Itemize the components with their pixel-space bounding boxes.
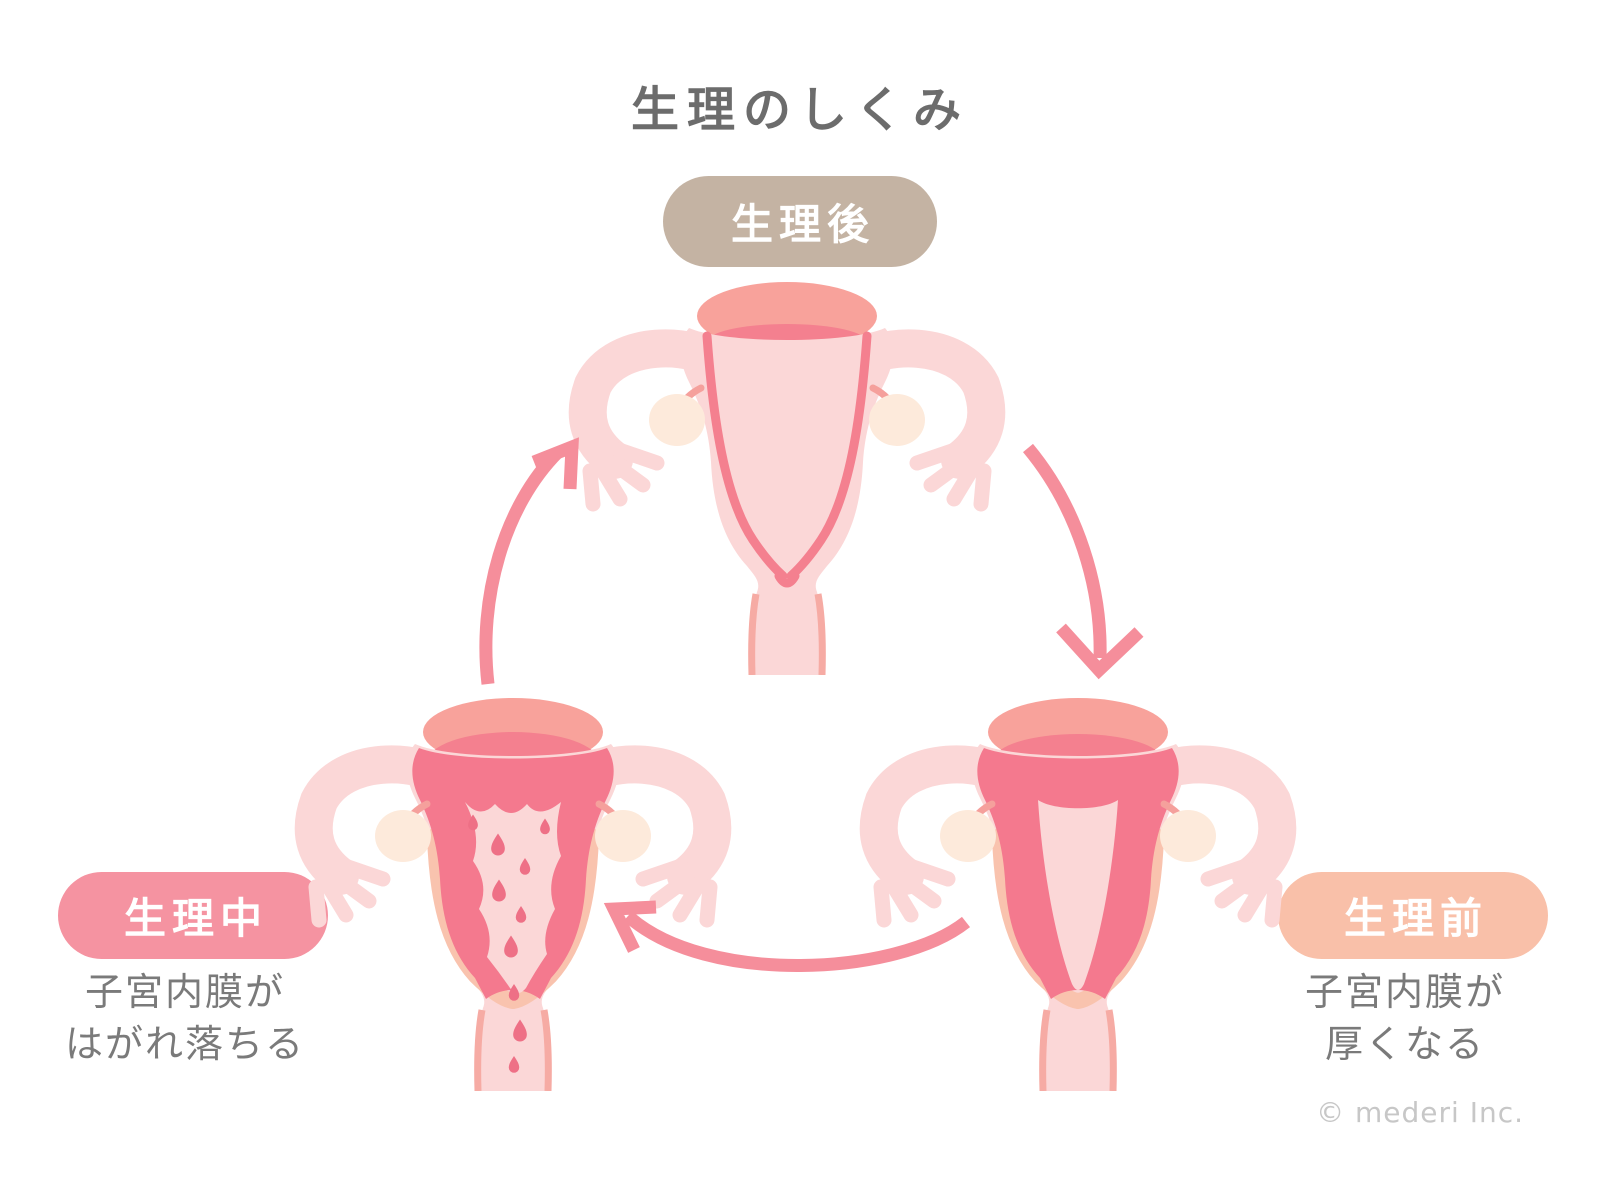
uterus-illustration-during bbox=[283, 698, 743, 1091]
stage-label-after: 生理後 bbox=[663, 176, 937, 267]
uterus-illustration-before bbox=[848, 698, 1308, 1091]
stage-description-during-line1: 子宮内膜が bbox=[84, 970, 285, 1014]
stage-label-after-text: 生理後 bbox=[730, 200, 875, 249]
thin-endometrium-lining bbox=[702, 331, 872, 588]
stage-label-before: 生理前 bbox=[1278, 872, 1548, 959]
diagram-title: 生理のしくみ bbox=[631, 82, 969, 138]
stage-description-during-line2: はがれ落ちる bbox=[64, 1022, 305, 1066]
stage-label-during-text: 生理中 bbox=[123, 894, 268, 943]
stage-description-during: 子宮内膜が はがれ落ちる bbox=[30, 966, 340, 1070]
uterine-cavity bbox=[465, 802, 561, 993]
arrow-before-to-during-icon bbox=[603, 900, 971, 972]
stage-description-before-line2: 厚くなる bbox=[1324, 1022, 1485, 1066]
stage-description-before: 子宮内膜が 厚くなる bbox=[1250, 966, 1560, 1070]
thick-endometrium bbox=[977, 748, 1179, 999]
arrow-after-to-before-icon bbox=[1023, 443, 1144, 680]
copyright-notice: © mederi Inc. bbox=[1316, 1096, 1524, 1129]
uterus-illustration-after bbox=[557, 282, 1017, 675]
menstrual-blood-droplets bbox=[468, 814, 550, 1073]
stage-label-during: 生理中 bbox=[58, 872, 328, 959]
arrow-during-to-after-icon bbox=[479, 437, 579, 685]
uterine-cavity bbox=[1038, 800, 1118, 990]
stage-label-before-text: 生理前 bbox=[1343, 894, 1488, 943]
shedding-endometrium bbox=[412, 748, 614, 999]
stage-description-before-line1: 子宮内膜が bbox=[1304, 970, 1505, 1014]
